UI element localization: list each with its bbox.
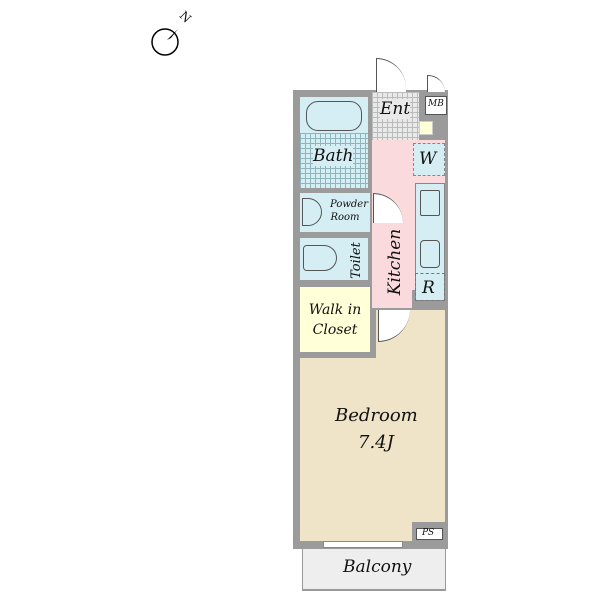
mb-door xyxy=(427,75,445,92)
bedroom xyxy=(300,358,445,541)
bath-floor xyxy=(300,133,368,188)
toilet-label: Toilet xyxy=(348,242,364,279)
washer-space xyxy=(413,143,445,176)
pipe-space xyxy=(416,528,443,540)
sink-icon xyxy=(420,240,440,268)
walk-in-closet xyxy=(300,287,370,352)
meter-box xyxy=(425,96,447,115)
stove-icon xyxy=(420,190,440,216)
meter-box-label: MB xyxy=(428,99,444,109)
entrance-door xyxy=(376,58,406,92)
bath-label: Bath xyxy=(313,146,354,166)
toilet-icon xyxy=(303,245,337,271)
balcony-window xyxy=(323,541,403,548)
bathtub-icon xyxy=(306,101,362,131)
kitchen-lower xyxy=(372,290,412,308)
walk-in-closet-label: Walk in Closet xyxy=(308,302,362,338)
bedroom-size: 7.4J xyxy=(358,432,394,453)
powder-room-label: Powder Room xyxy=(330,199,369,223)
balcony-label: Balcony xyxy=(343,557,412,577)
entrance-label: Ent xyxy=(380,99,411,119)
balcony xyxy=(302,549,446,591)
pipe-space-label: PS xyxy=(422,528,435,538)
bedroom-label: Bedroom xyxy=(335,405,418,426)
fridge-label: R xyxy=(422,278,435,298)
kitchen-label: Kitchen xyxy=(385,228,406,296)
shoe-box xyxy=(419,121,433,135)
north-arrow-icon xyxy=(151,28,179,56)
washer-label: W xyxy=(419,149,437,169)
fridge-space xyxy=(415,273,445,301)
compass: N xyxy=(145,8,200,57)
